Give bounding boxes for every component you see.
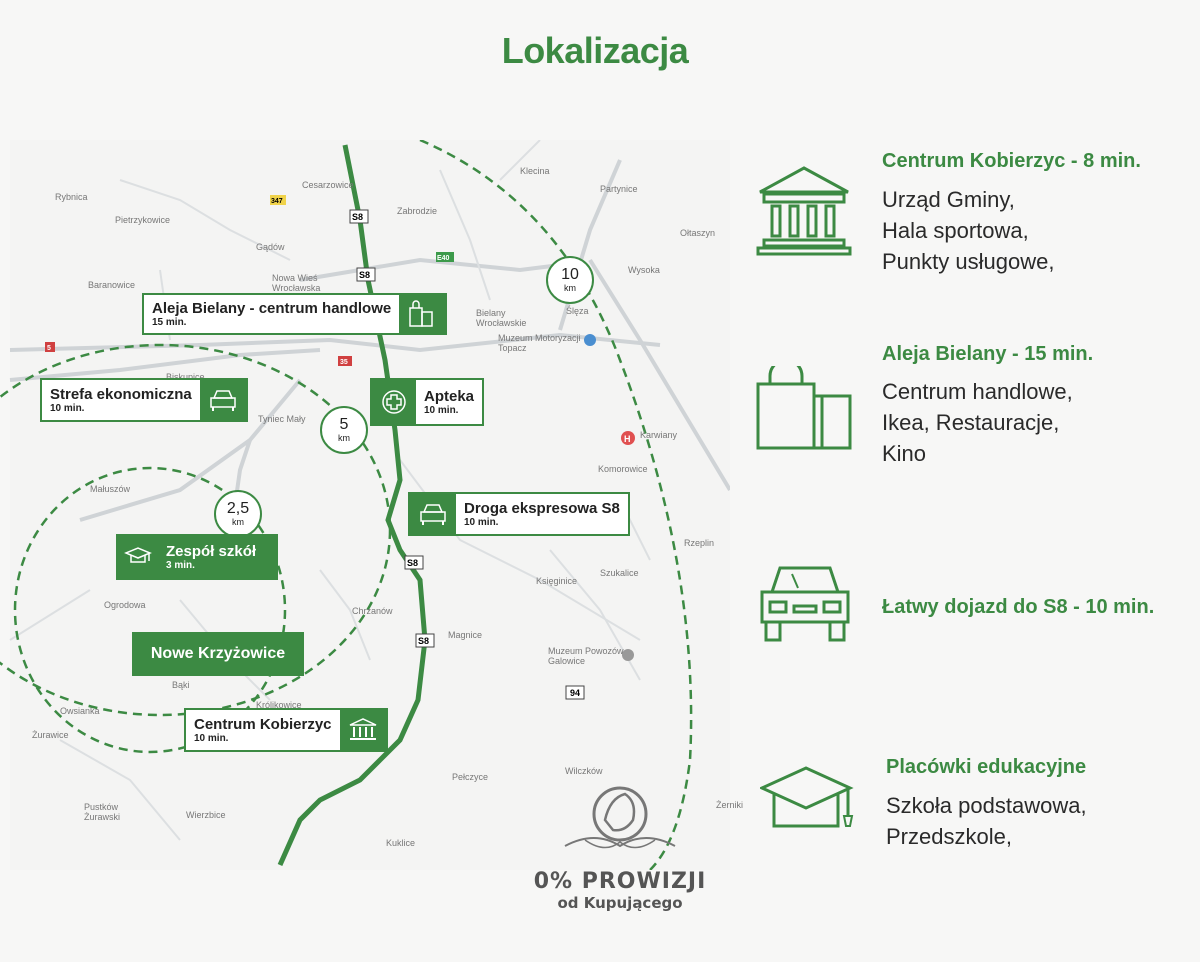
shopping-bags-icon bbox=[756, 358, 854, 457]
town-label: Ślęza bbox=[566, 306, 589, 316]
car-icon bbox=[199, 380, 246, 420]
watermark-line2: od Kupującego bbox=[557, 894, 683, 912]
town-label: Wierzbice bbox=[186, 810, 226, 820]
building-icon bbox=[339, 710, 386, 750]
road-label: E40 bbox=[437, 255, 450, 262]
section-title: Placówki edukacyjne bbox=[886, 756, 1087, 778]
section-line: Centrum handlowe, bbox=[882, 379, 1073, 404]
road-label: S8 bbox=[359, 270, 370, 280]
town-label: Zabrodzie bbox=[397, 206, 438, 216]
section-line: Ikea, Restauracje, bbox=[882, 410, 1060, 435]
town-label: Królikowice bbox=[256, 700, 302, 710]
town-label: Komorowice bbox=[598, 464, 648, 474]
graduation-cap-icon bbox=[118, 536, 158, 578]
town-label: Cesarzowice bbox=[302, 180, 354, 190]
section-title: Centrum Kobierzyc - 8 min. bbox=[882, 150, 1141, 172]
map[interactable]: S8 S8 S8 S8 94 347 35 5 E40 H Rybnica Pi… bbox=[0, 140, 743, 870]
section-line: Hala sportowa, bbox=[882, 218, 1029, 243]
section-title: Łatwy dojazd do S8 - 10 min. bbox=[882, 596, 1155, 618]
town-label: Księginice bbox=[536, 576, 578, 586]
lion-emblem-icon bbox=[564, 786, 676, 849]
section-line: Przedszkole, bbox=[886, 824, 1012, 849]
road-label: S8 bbox=[407, 558, 418, 568]
road-label: 5 bbox=[47, 345, 51, 352]
section-line: Punkty usługowe, bbox=[882, 249, 1055, 274]
town-label: Pełczyce bbox=[452, 772, 489, 782]
town-label: Bąki bbox=[172, 680, 190, 690]
town-label: Muzeum Powozów Galowice bbox=[548, 646, 624, 666]
town-label: Ogrodowa bbox=[104, 600, 146, 610]
town-label: Bielany Wrocławskie bbox=[476, 308, 527, 328]
town-label: Żerniki bbox=[716, 800, 744, 810]
town-label: Kuklice bbox=[386, 838, 416, 848]
town-label: Pietrzykowice bbox=[115, 215, 171, 225]
town-label: Szukalice bbox=[600, 568, 639, 578]
town-label: Gądów bbox=[256, 242, 285, 252]
town-label: Rzeplin bbox=[684, 538, 715, 548]
town-label: Muzeum Motoryzacji Topacz bbox=[498, 333, 581, 353]
town-label: Wysoka bbox=[628, 265, 660, 275]
town-label: Biskupice bbox=[166, 372, 205, 382]
town-label: Chrzanów bbox=[352, 606, 393, 616]
road-label: S8 bbox=[418, 636, 429, 646]
road-label: 35 bbox=[340, 359, 348, 366]
town-label: Magnice bbox=[448, 630, 483, 640]
shopping-bags-icon bbox=[399, 295, 446, 333]
svg-text:H: H bbox=[624, 434, 631, 444]
town-label: Ołtaszyn bbox=[680, 228, 716, 238]
town-label: Baranowice bbox=[88, 280, 136, 290]
town-label: Owsianka bbox=[60, 706, 100, 716]
road-label: S8 bbox=[352, 212, 363, 222]
pharmacy-icon bbox=[372, 380, 416, 424]
town-label: Klecina bbox=[520, 166, 550, 176]
town-label: Partynice bbox=[600, 184, 638, 194]
town-label: Rybnica bbox=[55, 192, 88, 202]
town-label: Karwiany bbox=[640, 430, 678, 440]
section-line: Szkoła podstawowa, bbox=[886, 793, 1087, 818]
town-label: Żurawice bbox=[32, 730, 69, 740]
section-title: Aleja Bielany - 15 min. bbox=[882, 343, 1094, 365]
road-label: 94 bbox=[570, 688, 580, 698]
page-title: Lokalizacja bbox=[501, 30, 689, 71]
town-label: Tyniec Mały bbox=[258, 414, 306, 424]
car-icon bbox=[758, 562, 852, 651]
map-label-nowe-krzyzowice[interactable]: Nowe Krzyżowice bbox=[132, 632, 304, 676]
town-label: Wilczków bbox=[565, 766, 603, 776]
town-label: Małuszów bbox=[90, 484, 131, 494]
graduation-cap-icon bbox=[758, 764, 856, 841]
car-icon bbox=[410, 494, 456, 534]
road-label: 347 bbox=[271, 198, 283, 205]
town-label: Nowa Wieś Wrocławska bbox=[272, 273, 321, 293]
section-line: Urząd Gminy, bbox=[882, 187, 1015, 212]
section-line: Kino bbox=[882, 441, 927, 466]
building-icon bbox=[756, 164, 852, 261]
watermark-logo: 0% PROWIZJI od Kupującego bbox=[510, 780, 730, 912]
town-label: Pustków Żurawski bbox=[84, 802, 121, 822]
watermark-line1: 0% PROWIZJI bbox=[533, 869, 707, 894]
